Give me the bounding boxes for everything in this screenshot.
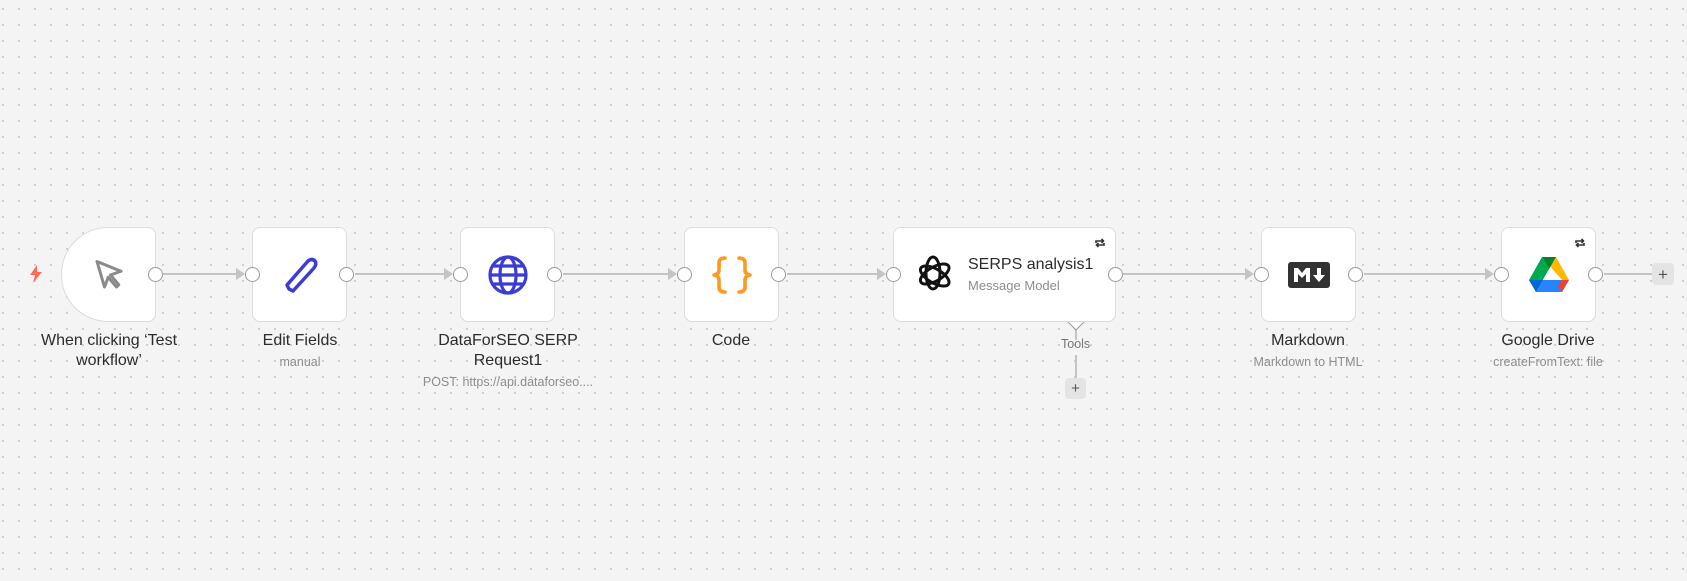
node-dataforseo-serp-request[interactable] [453, 227, 562, 322]
node-title: SERPS analysis1 [968, 256, 1094, 273]
output-handle[interactable] [1588, 266, 1603, 282]
input-handle[interactable] [1494, 266, 1509, 282]
openai-icon [918, 255, 951, 290]
output-handle[interactable] [1108, 266, 1123, 282]
refresh-icon [1095, 238, 1105, 248]
node-title: Markdown [1271, 332, 1345, 349]
node-code[interactable] [677, 227, 786, 322]
node-title: DataForSEO SERP Request1 [438, 332, 578, 369]
node-markdown[interactable] [1254, 227, 1363, 322]
pencil-icon [284, 257, 318, 293]
node-title: Google Drive [1501, 332, 1595, 349]
input-handle[interactable] [245, 266, 260, 282]
node-subtitle: Markdown to HTML [1253, 355, 1363, 369]
code-braces-icon [711, 255, 752, 294]
node-title: When clicking ‘Test workflow’ [40, 332, 178, 369]
output-handle[interactable] [148, 266, 163, 282]
input-handle[interactable] [453, 266, 468, 282]
node-title: Edit Fields [262, 332, 338, 349]
output-handle[interactable] [339, 266, 354, 282]
node-subtitle: createFromText: file [1493, 355, 1603, 369]
lightning-icon [30, 265, 42, 283]
globe-icon [487, 254, 528, 295]
google-drive-icon [1528, 256, 1569, 292]
node-title: Code [711, 332, 751, 349]
node-subtitle: POST: https://api.dataforseo.... [422, 375, 594, 389]
markdown-icon [1287, 261, 1330, 288]
output-handle[interactable] [547, 266, 562, 282]
node-google-drive[interactable] [1494, 227, 1603, 322]
output-handle[interactable] [771, 266, 786, 282]
cursor-icon [95, 259, 122, 288]
output-handle[interactable] [1348, 266, 1363, 282]
node-serps-analysis[interactable]: SERPS analysis1 Message Model [886, 227, 1123, 322]
node-edit-fields[interactable] [245, 227, 354, 322]
add-node-button[interactable]: + [1652, 263, 1674, 285]
input-handle[interactable] [677, 266, 692, 282]
node-subtitle: manual [279, 355, 321, 369]
tools-connector-label: Tools [1061, 337, 1091, 351]
add-tool-button[interactable]: + [1065, 378, 1086, 399]
input-handle[interactable] [1254, 266, 1269, 282]
refresh-icon [1575, 238, 1585, 248]
node-manual-trigger[interactable] [61, 227, 163, 322]
node-subtitle: Message Model [968, 278, 1060, 293]
input-handle[interactable] [886, 266, 901, 282]
